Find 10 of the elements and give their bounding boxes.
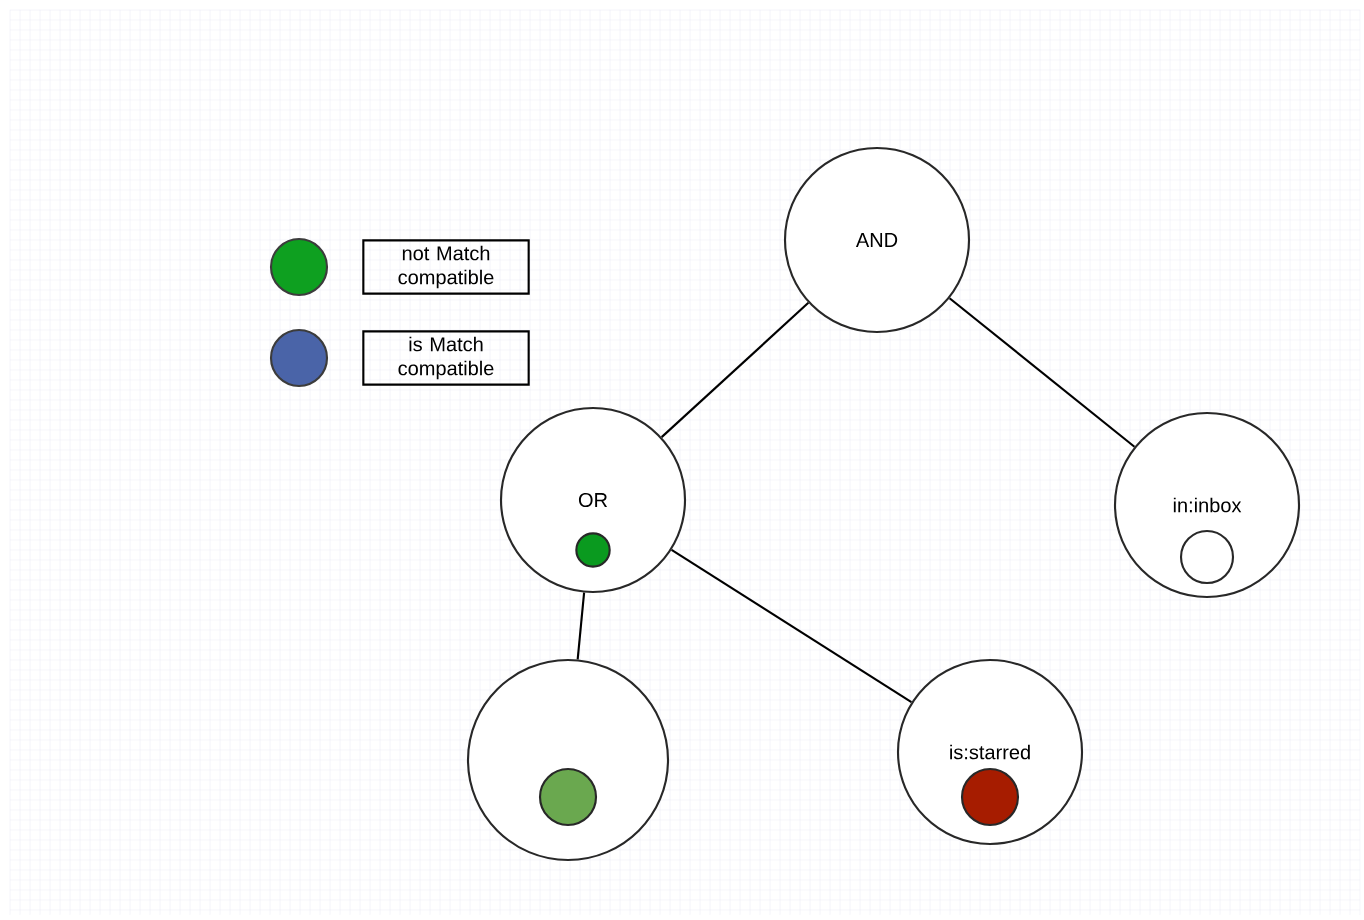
status-dot bbox=[1179, 529, 1235, 585]
status-dot bbox=[960, 767, 1020, 827]
connector-line bbox=[671, 548, 912, 704]
term-circle bbox=[466, 658, 670, 862]
legend-label: not Match compatible bbox=[362, 239, 530, 295]
connector-line bbox=[948, 297, 1136, 448]
legend-label: is Match compatible bbox=[362, 330, 530, 386]
connector-line bbox=[660, 302, 810, 438]
status-dot bbox=[538, 767, 598, 827]
connector-line bbox=[576, 592, 586, 660]
